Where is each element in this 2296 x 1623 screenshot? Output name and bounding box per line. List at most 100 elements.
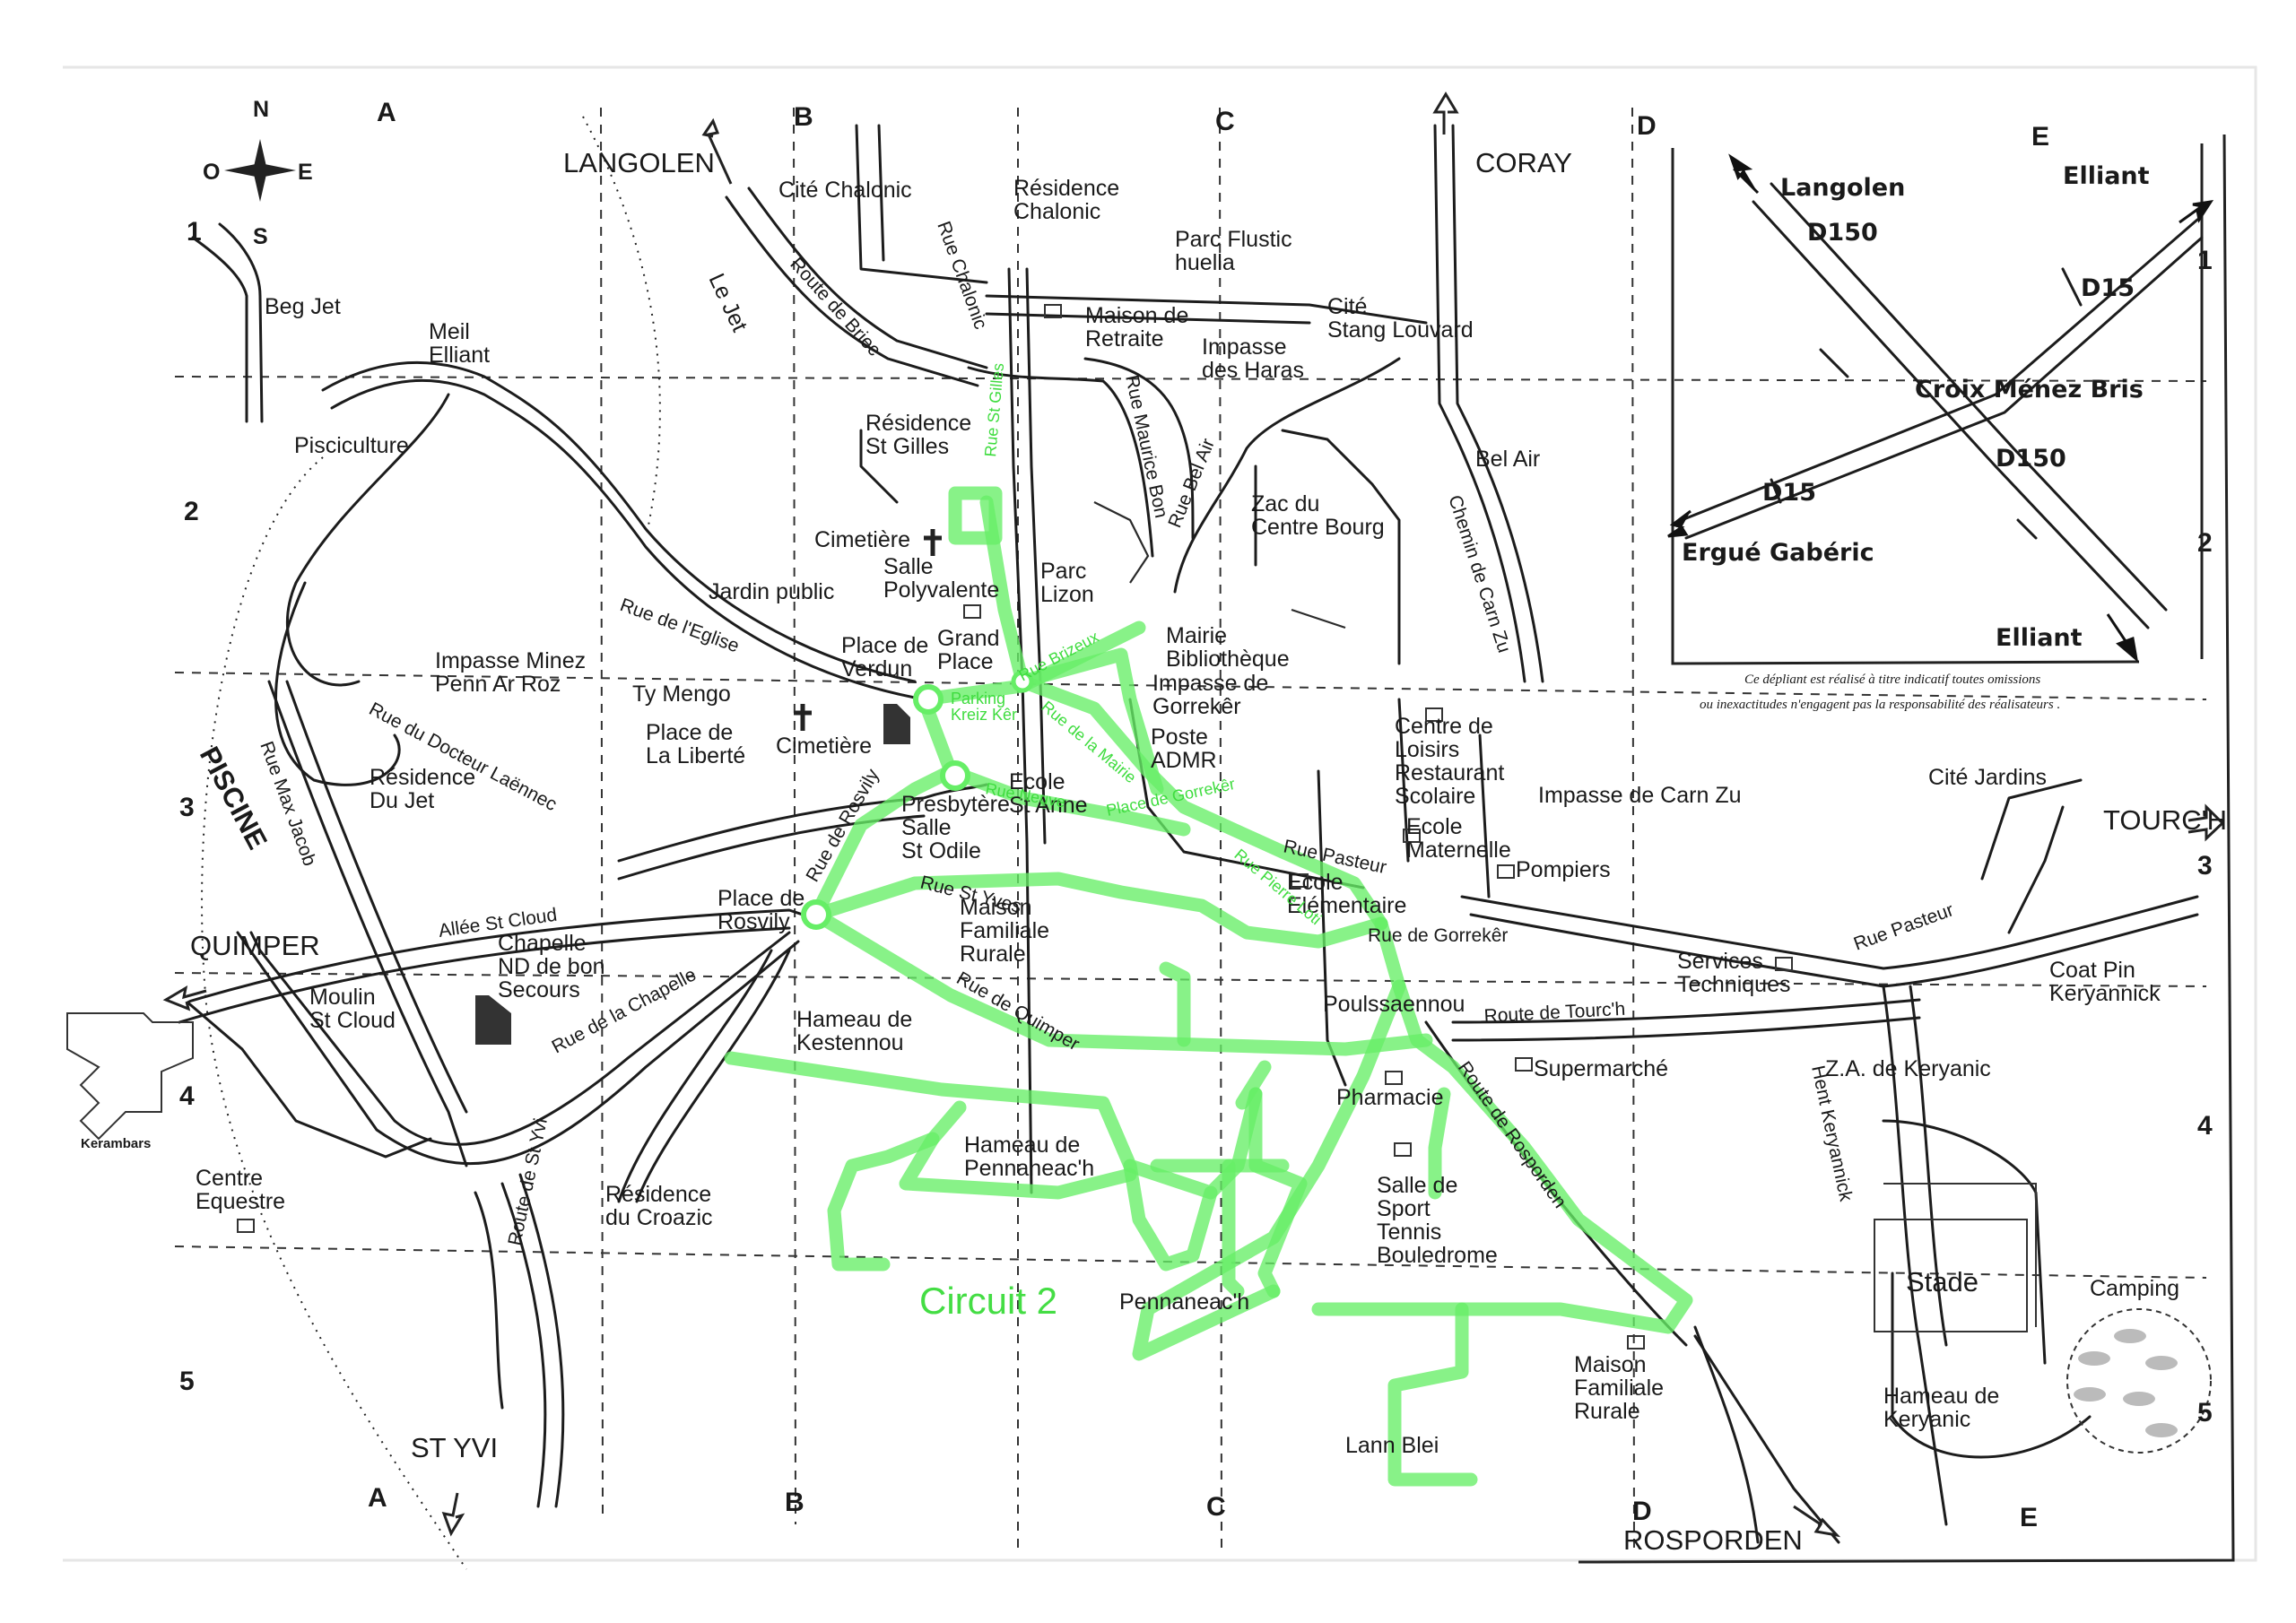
building-markers [237,304,1793,1350]
place-cimetiere-top: Cimetière [814,527,910,552]
grid-col-a-bottom: A [368,1483,387,1513]
inset-ergue: Ergué Gabéric [1682,539,1874,567]
grid-col-b-top: B [794,102,813,132]
place-pompiers: Pompiers [1516,857,1611,882]
place-supermarche: Supermarché [1534,1056,1668,1081]
place-beg-jet: Beg Jet [265,294,341,319]
inset-d150-top: D150 [1807,219,1878,247]
grid-col-a-top: A [377,98,396,127]
place-stade: Stade [1906,1266,1979,1298]
camping-area [2066,1308,2212,1454]
direction-labels: LANGOLEN CORAY TOURC'H QUIMPER ST YVI RO… [81,147,2227,1556]
place-cimetiere-mid: Cimetière [776,733,872,759]
street-rue-gorreker: Rue de Gorrekêr [1368,925,1508,946]
compass-s: S [253,224,268,249]
grid-col-d-top: D [1637,111,1657,141]
grid-col-e-bottom: E [2020,1503,2038,1532]
kerambars-outline [66,1012,194,1141]
place-impasse-carn-zu: Impasse de Carn Zu [1538,783,1742,808]
place-ty-mengo: Ty Mengo [632,681,731,707]
label-st-yvi: ST YVI [411,1432,498,1463]
inset-d150-bottom: D150 [1996,445,2066,473]
inset-d15-top: D15 [2081,274,2135,302]
grid-row-3-left: 3 [179,793,195,822]
church-symbols [475,529,942,1045]
grid-row-2-right: 2 [2197,528,2213,558]
compass-n: N [253,97,269,122]
label-langolen: LANGOLEN [563,147,715,178]
inset-note-1: Ce dépliant est réalisé à titre indicati… [1744,673,2040,687]
grid-col-d-bottom: D [1632,1497,1652,1526]
place-pennaneach: Pennaneac'h [1119,1289,1249,1315]
grid-row-3-right: 3 [2197,851,2213,881]
circuit-label: Circuit 2 [919,1280,1057,1322]
grid-col-c-top: C [1215,107,1235,136]
grid-col-c-bottom: C [1206,1492,1226,1522]
place-poulssaennou: Poulssaennou [1323,992,1465,1017]
label-kerambars: Kerambars [81,1136,151,1151]
grid-col-b-bottom: B [785,1488,804,1517]
grid-col-e-top: E [2031,122,2049,152]
inset-croix: Croix Ménez Bris [1915,376,2144,404]
grid-row-1-left: 1 [187,217,202,247]
stade-area [1874,1183,2037,1332]
inset-elliant-bottom: Elliant [1996,624,2083,652]
inset-d15-bottom: D15 [1762,479,1816,507]
place-cite-jardins: Cité Jardins [1928,765,2047,790]
compass-o: O [203,160,220,185]
grid-row-4-left: 4 [179,1081,195,1111]
grid-row-2-left: 2 [184,497,199,526]
place-jardin-public: Jardin public [709,579,834,604]
inset-langolen: Langolen [1780,174,1905,202]
place-za-keryanic: Z.A. de Keryanic [1825,1056,1991,1081]
inset-note-2: ou inexactitudes n'engagent pas la respo… [1700,698,2060,712]
place-bel-air: Bel Air [1475,447,1540,472]
place-pharmacie: Pharmacie [1336,1085,1444,1110]
label-rosporden: ROSPORDEN [1623,1524,1803,1556]
grid-row-5-left: 5 [179,1367,195,1396]
direction-arrows [162,91,2225,1538]
grid-row-5-right: 5 [2197,1398,2213,1428]
inset-elliant-top: Elliant [2063,162,2150,190]
grid-row-4-right: 4 [2197,1111,2213,1141]
place-pisciculture: Pisciculture [294,433,409,458]
place-lann-blei: Lann Blei [1345,1433,1439,1458]
grid-row-1-right: 1 [2197,246,2213,275]
